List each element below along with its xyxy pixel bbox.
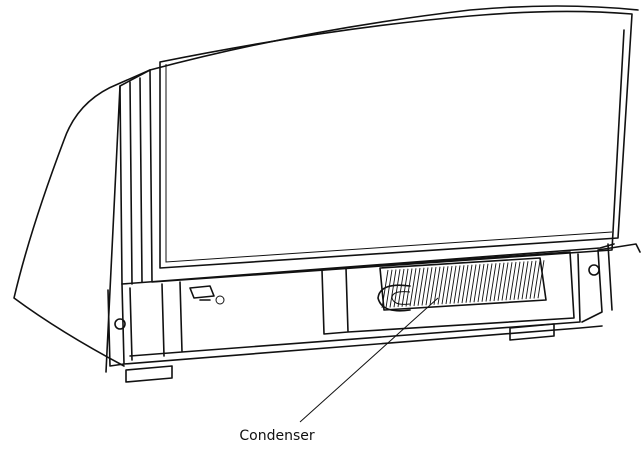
condenser-fin — [501, 262, 509, 301]
condenser-fin — [397, 268, 405, 308]
condenser-fin — [429, 266, 437, 306]
front-frame-outer — [149, 29, 625, 283]
condenser-fin — [453, 265, 461, 304]
left-post — [119, 77, 143, 285]
condenser-fin — [509, 261, 517, 301]
condenser-fin — [505, 262, 513, 301]
condenser-fin — [493, 262, 501, 302]
glass-top-edge — [149, 5, 639, 71]
base-left-panel — [129, 283, 165, 361]
condenser-fin — [533, 260, 541, 299]
condenser-fin — [445, 265, 453, 305]
condenser-fin — [401, 268, 409, 307]
condenser-coil — [377, 284, 411, 312]
condenser-fin — [469, 264, 477, 303]
condenser-fin — [413, 267, 421, 307]
condenser-fin — [409, 268, 417, 307]
glass-pane-inner — [165, 64, 613, 263]
condenser-fin — [473, 264, 481, 303]
condenser-fin — [485, 263, 493, 302]
condenser-fin — [441, 266, 449, 305]
condenser-label: Condenser — [239, 428, 315, 444]
condenser-fin — [437, 266, 445, 305]
foot-left — [125, 365, 173, 383]
condenser-fin — [417, 267, 425, 306]
condenser-fin — [385, 269, 393, 308]
condenser-fin — [405, 268, 413, 307]
condenser-fin — [477, 263, 485, 303]
left-screw — [114, 318, 126, 330]
cabinet-side-panel — [13, 69, 151, 367]
right-screw — [588, 264, 600, 276]
condenser-fin — [517, 261, 525, 300]
condenser-fin — [513, 261, 521, 300]
base-lower-edge — [123, 325, 603, 365]
condenser-fin — [389, 269, 397, 308]
base-left-face — [107, 283, 125, 367]
condenser-fin — [393, 269, 401, 308]
condenser-fin — [461, 264, 469, 304]
condenser-fin — [457, 265, 465, 304]
condenser-fin — [433, 266, 441, 305]
glass-pane — [159, 10, 633, 269]
condenser-fin — [489, 263, 497, 302]
condenser-fin — [525, 260, 533, 300]
condenser-fin — [537, 260, 545, 299]
drain-hole — [215, 295, 225, 305]
condenser-fin — [481, 263, 489, 302]
foot-right — [509, 323, 555, 341]
condenser-fins — [381, 260, 545, 309]
condenser-fin — [449, 265, 457, 304]
condenser-fin — [421, 267, 429, 306]
condenser-leader-line — [299, 297, 439, 423]
cabinet-side-inner-edge — [105, 69, 151, 373]
condenser-frame — [379, 257, 547, 311]
condenser-fin — [465, 264, 473, 303]
condenser-coil-inner — [391, 291, 411, 305]
right-bracket — [581, 243, 641, 323]
condenser-fin — [529, 260, 537, 299]
condenser-fin — [521, 261, 529, 300]
condenser-fin — [425, 267, 433, 306]
base-upper-edge — [121, 243, 615, 285]
left-hinge — [189, 285, 215, 301]
lower-housing — [129, 253, 581, 357]
condenser-fin — [497, 262, 505, 301]
inner-compartment — [321, 251, 575, 335]
